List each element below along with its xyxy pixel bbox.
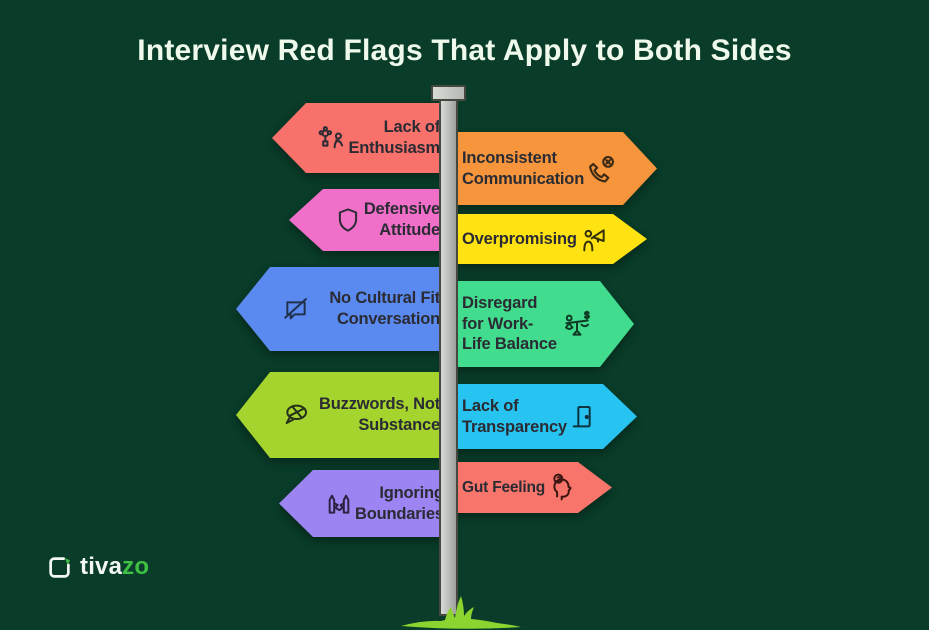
flag-label: Disregard for Work-Life Balance — [462, 294, 557, 354]
thinking-head-icon: ? — [545, 472, 577, 504]
flag-no-cultural-fit: No Cultural Fit Conversation — [236, 267, 450, 351]
flag-buzzwords: Buzzwords, Not Substance — [236, 372, 450, 458]
flag-label: Inconsistent Communication — [462, 148, 585, 188]
grass-decoration — [401, 596, 521, 629]
muted-chat-icon — [280, 293, 312, 325]
shield-icon — [333, 205, 363, 235]
flag-label: Lack of Transparency — [462, 396, 567, 436]
logo-text-primary: tiva — [80, 553, 123, 580]
flag-gut-feeling: Gut Feeling ? — [448, 462, 612, 513]
page-title: Interview Red Flags That Apply to Both S… — [137, 34, 792, 67]
door-icon — [567, 401, 599, 433]
crossed-speech-icon — [280, 399, 312, 431]
svg-text:$: $ — [584, 310, 590, 321]
flag-label: Buzzwords, Not Substance — [319, 395, 440, 434]
tivazo-logo-icon — [47, 555, 72, 580]
flag-label: Overpromising — [462, 229, 577, 248]
flag-inconsistent-communication: Inconsistent Communication — [448, 132, 657, 205]
logo-text-accent: zo — [122, 553, 150, 580]
flag-work-life-balance: Disregard for Work-Life Balance $ — [448, 281, 634, 367]
brand-logo: tivazo — [47, 553, 149, 581]
broken-fence-icon — [323, 488, 355, 520]
flag-label: Lack of Enthusiasm — [348, 118, 440, 157]
flag-label: Ignoring Boundaries — [355, 483, 444, 523]
signpost-cap — [431, 85, 466, 101]
flag-label: Gut Feeling — [462, 478, 546, 496]
flag-defensive-attitude: Defensive Attitude — [289, 189, 450, 251]
flag-overpromising: Overpromising — [448, 214, 647, 264]
flag-label: Defensive Attitude — [363, 200, 440, 239]
brand-logo-text: tivazo — [80, 553, 149, 581]
low-enthusiasm-icon — [316, 122, 348, 154]
flag-ignoring-boundaries: Ignoring Boundaries — [279, 470, 450, 537]
flag-label: No Cultural Fit Conversation — [329, 289, 440, 328]
svg-text:?: ? — [557, 474, 562, 483]
balance-scale-icon: $ — [560, 307, 594, 341]
flag-lack-of-transparency: Lack of Transparency — [448, 384, 637, 449]
megaphone-person-icon — [577, 223, 609, 255]
flag-lack-of-enthusiasm: Lack of Enthusiasm — [272, 103, 450, 173]
missed-call-icon — [584, 152, 618, 186]
signpost-pole — [439, 96, 458, 616]
